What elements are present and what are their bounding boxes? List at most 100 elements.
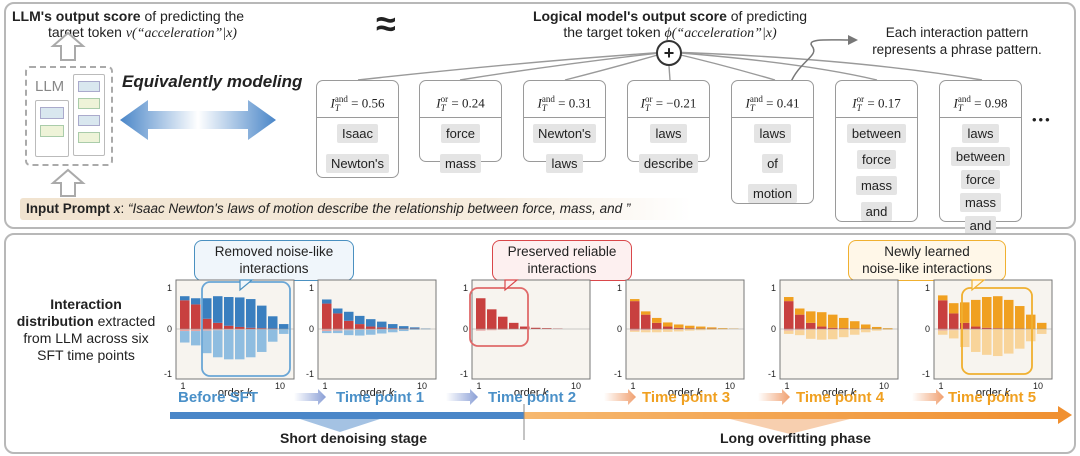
bar-reliable-positive xyxy=(685,328,695,329)
stage-pointer xyxy=(300,419,380,432)
bar-noise-negative xyxy=(1015,329,1025,349)
bar-noise-negative xyxy=(1037,329,1047,334)
bar-reliable-positive xyxy=(476,298,486,329)
stage-bar-long xyxy=(524,412,1060,419)
bar-noise-negative xyxy=(641,330,651,333)
bar-reliable-negative xyxy=(224,329,234,330)
bar-reliable-negative xyxy=(806,329,816,330)
progress-arrow-icon xyxy=(446,389,478,405)
bar-reliable-positive xyxy=(487,309,497,329)
x-tick-label: 10 xyxy=(879,381,889,391)
bar-reliable-negative xyxy=(938,329,948,331)
bar-noise-negative xyxy=(861,329,871,333)
bar-noise-negative xyxy=(839,329,849,338)
bar-noise-negative xyxy=(213,330,223,358)
bar-noise-positive xyxy=(718,328,728,329)
phrase-word: force xyxy=(441,124,480,143)
phrase-word: force xyxy=(961,170,1000,189)
bar-noise-positive xyxy=(388,324,398,329)
approx-symbol: ≈ xyxy=(376,3,396,44)
phrase-word: of xyxy=(762,154,783,173)
bar-reliable-positive xyxy=(674,327,684,329)
y-tick-label: -1 xyxy=(460,369,468,379)
bar-reliable-positive xyxy=(520,326,530,329)
x-axis-label: order k xyxy=(514,387,549,399)
bar-noise-positive xyxy=(399,326,409,329)
bar-noise-positive xyxy=(784,297,794,302)
bar-noise-negative xyxy=(960,329,970,348)
bar-reliable-positive xyxy=(377,327,387,329)
bar-reliable-negative xyxy=(498,329,508,330)
y-tick-label: 1 xyxy=(925,283,930,293)
bar-noise-negative xyxy=(938,330,948,335)
interaction-strength: ITand = 0.41 xyxy=(732,81,813,118)
y-tick-label: 0 xyxy=(617,324,622,334)
bar-reliable-positive xyxy=(213,322,223,329)
bar-noise-negative xyxy=(993,329,1003,357)
phrase-word: mass xyxy=(439,154,482,173)
bar-reliable-positive xyxy=(784,301,794,329)
bar-reliable-positive xyxy=(257,328,267,329)
more-ellipsis: ••• xyxy=(1032,112,1052,127)
y-tick-label: 0 xyxy=(309,324,314,334)
bar-noise-positive xyxy=(630,299,640,302)
bar-noise-negative xyxy=(674,329,684,332)
y-tick-label: 1 xyxy=(771,283,776,293)
progress-arrow-icon xyxy=(604,389,636,405)
bar-noise-positive xyxy=(861,324,871,329)
bar-reliable-positive xyxy=(498,316,508,329)
bar-reliable-positive xyxy=(388,328,398,329)
bar-noise-positive xyxy=(268,316,278,329)
bar-noise-negative xyxy=(399,329,409,332)
interaction-strength: ITor = 0.17 xyxy=(836,81,917,118)
y-tick-label: 1 xyxy=(617,283,622,293)
y-tick-label: 1 xyxy=(309,283,314,293)
bar-noise-positive xyxy=(333,308,343,314)
bar-noise-negative xyxy=(333,330,343,334)
bar-reliable-positive xyxy=(839,328,849,329)
phrase-word: describe xyxy=(638,154,699,173)
bar-reliable-positive xyxy=(542,328,552,329)
timepoint-label: Time point 2 xyxy=(488,389,577,406)
x-tick-label: 1 xyxy=(784,381,789,391)
bar-noise-positive xyxy=(180,296,190,301)
bar-reliable-positive xyxy=(180,300,190,329)
phrase-word: between xyxy=(846,124,907,143)
plus-icon: + xyxy=(656,40,682,66)
bar-noise-negative xyxy=(806,329,816,339)
bar-reliable-negative xyxy=(487,329,497,331)
bar-noise-negative xyxy=(982,329,992,355)
bar-reliable-positive xyxy=(355,324,365,329)
phrase-word: mass xyxy=(855,176,898,195)
bar-noise-negative xyxy=(410,329,420,330)
bar-noise-negative xyxy=(322,331,332,334)
llm-architecture-icon xyxy=(35,100,69,157)
bar-noise-positive xyxy=(938,295,948,301)
bar-noise-positive xyxy=(663,322,673,327)
bar-noise-positive xyxy=(817,312,827,327)
bar-noise-negative xyxy=(235,329,245,360)
x-tick-label: 10 xyxy=(1033,381,1043,391)
bar-noise-negative xyxy=(388,329,398,333)
bar-noise-positive xyxy=(213,296,223,323)
bar-reliable-negative xyxy=(355,329,365,330)
bar-noise-positive xyxy=(806,311,816,323)
bar-reliable-positive xyxy=(828,327,838,329)
bar-noise-positive xyxy=(872,326,882,329)
bar-noise-negative xyxy=(872,329,882,331)
bar-reliable-negative xyxy=(322,329,332,332)
bar-noise-negative xyxy=(1026,329,1036,342)
connection-lines xyxy=(50,31,983,197)
bar-noise-negative xyxy=(377,329,387,334)
interaction-strength: ITand = 0.31 xyxy=(524,81,605,118)
y-tick-label: 0 xyxy=(463,324,468,334)
bar-noise-positive xyxy=(850,321,860,329)
bar-reliable-positive xyxy=(322,303,332,329)
timepoint-label: Time point 1 xyxy=(336,389,425,406)
input-prompt: Input Prompt x: “Isaac Newton's laws of … xyxy=(20,198,692,220)
callout-tail xyxy=(504,279,519,292)
